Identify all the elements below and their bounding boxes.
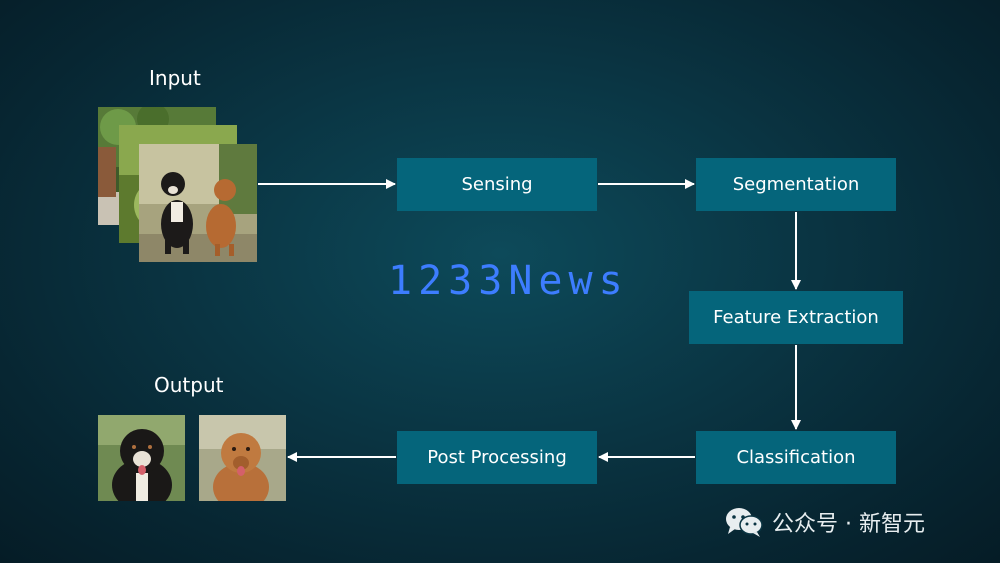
footer-text: 公众号 · 新智元	[772, 512, 925, 537]
input-label: Input	[149, 66, 201, 90]
classification-label: Classification	[736, 447, 856, 468]
output-image-dog-2	[199, 415, 286, 501]
feature-extraction-label: Feature Extraction	[713, 307, 879, 328]
post-processing-box: Post Processing	[397, 431, 597, 484]
segmentation-box: Segmentation	[696, 158, 896, 211]
classification-box: Classification	[696, 431, 896, 484]
output-label: Output	[154, 373, 224, 397]
footer: 公众号 · 新智元	[724, 506, 925, 538]
post-processing-label: Post Processing	[427, 447, 567, 468]
sensing-box: Sensing	[397, 158, 597, 211]
watermark-text: 1233News	[388, 258, 629, 304]
output-image-dog-1	[98, 415, 185, 501]
wechat-icon	[726, 508, 763, 537]
segmentation-label: Segmentation	[732, 174, 860, 195]
feature-extraction-box: Feature Extraction	[689, 291, 903, 344]
sensing-label: Sensing	[461, 174, 533, 195]
input-image-front	[139, 144, 257, 262]
